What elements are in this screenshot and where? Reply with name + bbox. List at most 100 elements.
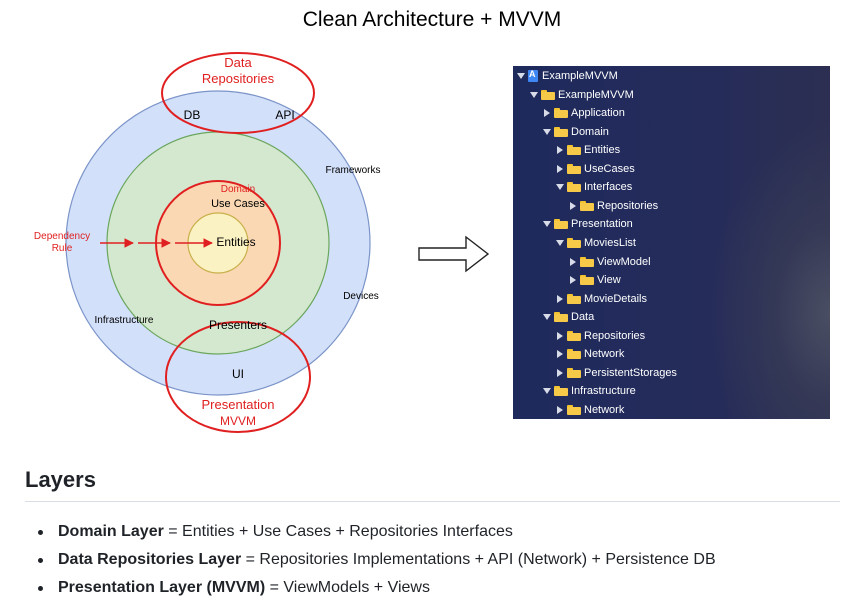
folder-icon: [567, 237, 581, 248]
folder-icon: [580, 256, 594, 267]
tree-row[interactable]: ExampleMVVM: [517, 67, 618, 85]
tree-item-label: Application: [571, 107, 625, 120]
disclosure-collapsed-icon[interactable]: [556, 405, 564, 415]
disclosure-collapsed-icon[interactable]: [556, 294, 564, 304]
tree-row[interactable]: Application: [543, 104, 625, 122]
tree-item-label: Domain: [571, 125, 609, 138]
layer-name: Presentation Layer (MVVM): [58, 579, 266, 596]
tree-row[interactable]: MovieDetails: [556, 290, 647, 308]
disclosure-expanded-icon[interactable]: [543, 312, 551, 322]
tree-item-label: UseCases: [584, 162, 635, 175]
folder-icon: [567, 163, 581, 174]
tree-item-label: Repositories: [584, 329, 646, 342]
tree-item-label: Repositories: [597, 199, 659, 212]
layer-description: = ViewModels + Views: [265, 579, 430, 596]
heading-divider: [25, 501, 840, 502]
devices-label: Devices: [343, 291, 379, 302]
ui-label: UI: [232, 367, 244, 381]
folder-icon: [567, 349, 581, 360]
disclosure-expanded-icon[interactable]: [530, 90, 538, 100]
tree-row[interactable]: Repositories: [569, 197, 658, 215]
bullet-icon: [38, 586, 43, 591]
project-icon: [528, 69, 538, 82]
tree-item-label: Presentation: [571, 218, 633, 231]
dependency-rule-label-2: Rule: [52, 243, 73, 254]
disclosure-collapsed-icon[interactable]: [556, 164, 564, 174]
disclosure-collapsed-icon[interactable]: [556, 331, 564, 341]
tree-item-label: ExampleMVVM: [558, 88, 634, 101]
infrastructure-label: Infrastructure: [95, 315, 154, 326]
tree-row[interactable]: Repositories: [556, 327, 645, 345]
layers-heading: Layers: [25, 467, 96, 492]
layer-item: Presentation Layer (MVVM) = ViewModels +…: [38, 576, 716, 604]
layer-item: Domain Layer = Entities + Use Cases + Re…: [38, 520, 716, 548]
tree-row[interactable]: Interfaces: [556, 178, 632, 196]
folder-icon: [554, 386, 568, 397]
disclosure-expanded-icon[interactable]: [543, 127, 551, 137]
tree-item-label: Infrastructure: [571, 385, 636, 398]
folder-icon: [580, 200, 594, 211]
project-navigator: ExampleMVVM ExampleMVVM ApplicationDomainE…: [513, 66, 830, 419]
folder-icon: [567, 145, 581, 156]
folder-icon: [554, 108, 568, 119]
tree-item-label: Data: [571, 311, 595, 324]
folder-icon: [554, 219, 568, 230]
repositories-group-label-2: Repositories: [202, 71, 275, 86]
repositories-group-ellipse: [161, 52, 315, 134]
tree-row[interactable]: Network: [556, 345, 624, 363]
tree-item-label: Interfaces: [584, 181, 633, 194]
frameworks-label: Frameworks: [325, 165, 380, 176]
tree-row[interactable]: Entities: [556, 141, 620, 159]
disclosure-collapsed-icon[interactable]: [543, 108, 551, 118]
tree-item-label: ViewModel: [597, 255, 651, 268]
tree-item-label: MovieDetails: [584, 292, 647, 305]
disclosure-collapsed-icon[interactable]: [556, 368, 564, 378]
folder-icon: [567, 182, 581, 193]
disclosure-collapsed-icon[interactable]: [569, 257, 577, 267]
folder-icon: [541, 89, 555, 100]
disclosure-expanded-icon[interactable]: [556, 182, 564, 192]
folder-icon: [554, 126, 568, 137]
folder-icon: [554, 312, 568, 323]
tree-row[interactable]: Infrastructure: [543, 382, 636, 400]
tree-row[interactable]: Data: [543, 308, 594, 326]
layer-description: = Repositories Implementations + API (Ne…: [241, 551, 716, 568]
layer-item: Data Repositories Layer = Repositories I…: [38, 548, 716, 576]
layer-name: Data Repositories Layer: [58, 551, 242, 568]
disclosure-expanded-icon[interactable]: [543, 386, 551, 396]
tree-row[interactable]: PersistentStorages: [556, 364, 677, 382]
api-label: API: [275, 108, 294, 122]
folder-icon: [567, 330, 581, 341]
disclosure-collapsed-icon[interactable]: [556, 349, 564, 359]
disclosure-expanded-icon[interactable]: [517, 71, 525, 81]
disclosure-collapsed-icon[interactable]: [569, 201, 577, 211]
presentation-group-label-2: MVVM: [220, 414, 256, 428]
tree-row[interactable]: Presentation: [543, 215, 633, 233]
tree-row[interactable]: Network: [556, 401, 624, 419]
tree-row[interactable]: ExampleMVVM: [530, 86, 634, 104]
folder-icon: [580, 275, 594, 286]
tree-item-label: MoviesList: [584, 236, 636, 249]
tree-row[interactable]: MoviesList: [556, 234, 636, 252]
bullet-icon: [38, 558, 43, 563]
disclosure-collapsed-icon[interactable]: [569, 275, 577, 285]
layer-name: Domain Layer: [58, 523, 164, 540]
tree-item-label: PersistentStorages: [584, 366, 677, 379]
tree-item-label: View: [597, 274, 621, 287]
folder-icon: [567, 367, 581, 378]
tree-row[interactable]: UseCases: [556, 160, 635, 178]
layer-description: = Entities + Use Cases + Repositories In…: [163, 523, 513, 540]
disclosure-expanded-icon[interactable]: [556, 238, 564, 248]
disclosure-collapsed-icon[interactable]: [556, 145, 564, 155]
tree-row[interactable]: Domain: [543, 123, 609, 141]
tree-item-label: Network: [584, 403, 625, 416]
tree-row[interactable]: View: [569, 271, 621, 289]
folder-icon: [567, 404, 581, 415]
domain-label: Domain: [221, 184, 255, 195]
layers-list: Domain Layer = Entities + Use Cases + Re…: [38, 520, 716, 604]
use-cases-label: Use Cases: [211, 198, 265, 210]
tree-item-label: ExampleMVVM: [542, 70, 618, 82]
tree-row[interactable]: ViewModel: [569, 253, 651, 271]
disclosure-expanded-icon[interactable]: [543, 219, 551, 229]
folder-icon: [567, 293, 581, 304]
